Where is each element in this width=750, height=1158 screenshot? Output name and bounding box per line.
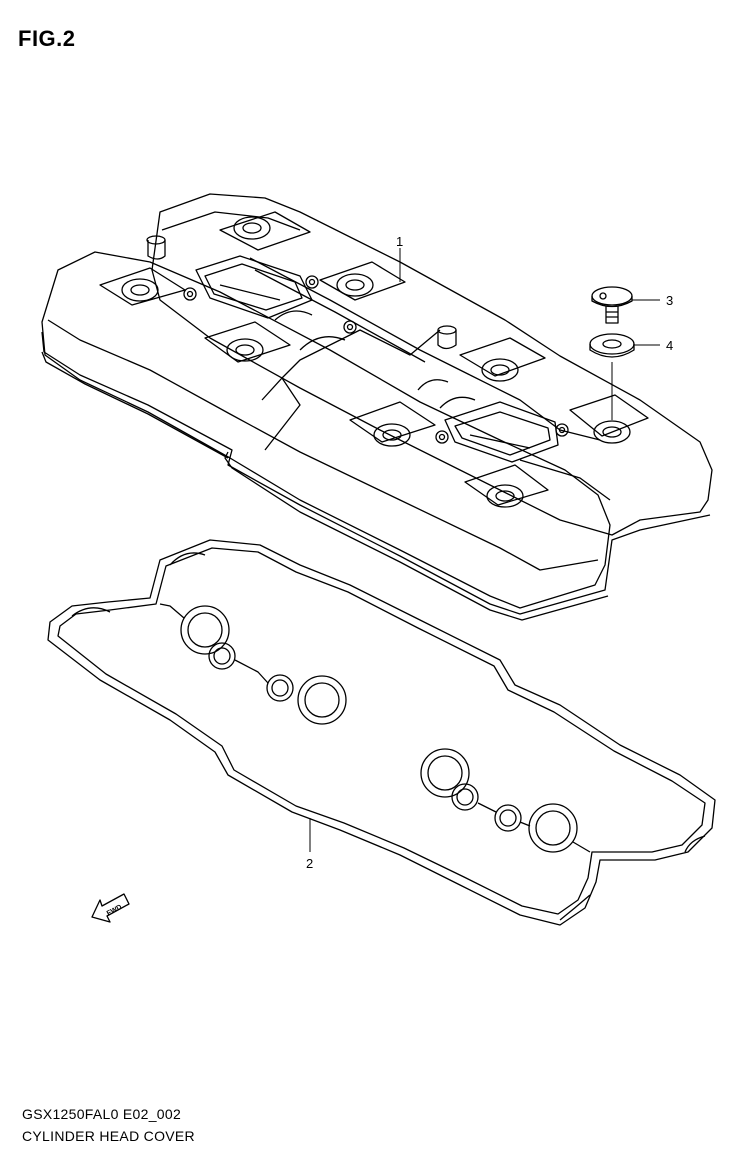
forward-direction-arrow: FWD (91, 893, 130, 923)
cylinder-head-cover[interactable] (41, 193, 713, 621)
cover-gasket[interactable] (47, 539, 716, 926)
callout-4: 4 (666, 338, 673, 353)
figure-title: FIG.2 (18, 26, 76, 51)
bolt-washer[interactable] (589, 333, 635, 358)
callout-2: 2 (306, 856, 313, 871)
diagram-code: GSX1250FAL0 E02_002 (22, 1106, 182, 1122)
diagram-name: CYLINDER HEAD COVER (22, 1128, 195, 1144)
cover-bolt[interactable] (591, 286, 633, 324)
callout-1: 1 (396, 234, 403, 249)
callout-3: 3 (666, 293, 673, 308)
